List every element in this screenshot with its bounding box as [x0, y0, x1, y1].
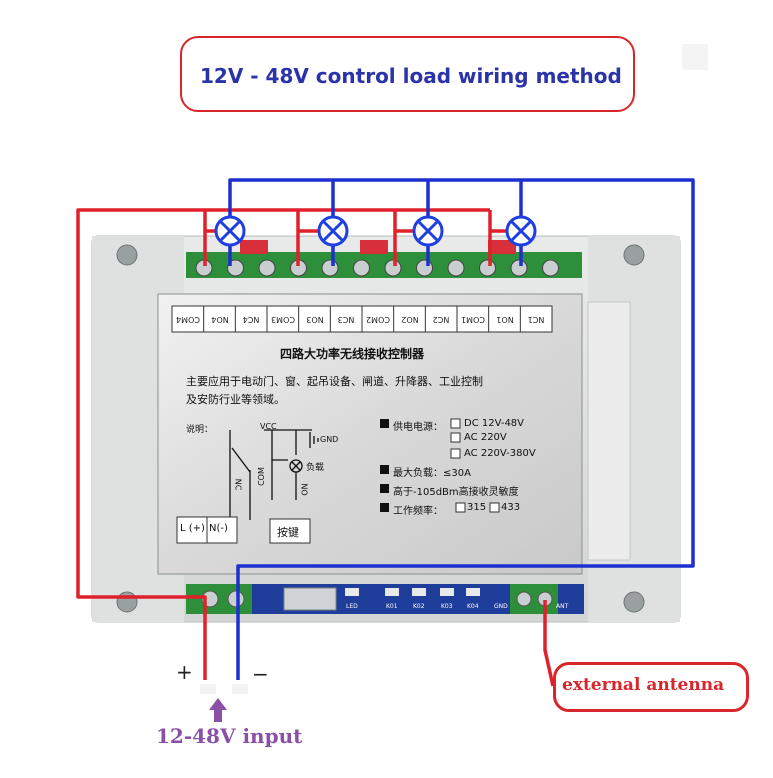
spec-bullets [380, 419, 389, 512]
terminal-label-com4: COM4 [175, 315, 200, 324]
panel-heading: 四路大功率无线接收控制器 [280, 347, 425, 361]
spec-checkboxes [450, 418, 500, 513]
power-option-1: DC 12V-48V [464, 418, 525, 429]
terminal-screw [321, 259, 339, 277]
relay-tab [360, 240, 388, 254]
antenna-label: external antenna [562, 675, 725, 695]
freq-option-433: 433 [501, 502, 521, 513]
terminal-screw [510, 259, 528, 277]
page-title: 12V - 48V control load wiring method [200, 64, 622, 88]
positive-sign: + [176, 660, 193, 684]
k01-label: K01 [386, 603, 398, 610]
load-label: 负载 [306, 463, 325, 473]
gnd-label: GND [320, 435, 339, 444]
up-arrow-icon [209, 698, 227, 722]
title-frame [180, 36, 635, 112]
k04-label: K04 [467, 603, 479, 610]
wire-end [200, 684, 216, 694]
terminal-label-dividers [203, 306, 521, 332]
negative-sign: − [252, 662, 269, 686]
top-terminal-screws [195, 259, 559, 277]
terminal-screw [542, 259, 559, 277]
antenna-wire [543, 600, 555, 687]
power-screw [227, 590, 245, 608]
blank-square [682, 44, 708, 70]
lamp-icon [505, 215, 537, 247]
terminal-label-com1: COM1 [460, 315, 485, 324]
lamp-icon [412, 215, 444, 247]
max-load: 最大负载：≤30A [393, 468, 471, 479]
ant-pcb-label: ANT [556, 603, 569, 610]
terminal-screw [479, 259, 496, 277]
lamp-icon [317, 215, 349, 247]
lamp-icon [214, 215, 246, 247]
input-label: 12-48V input [156, 724, 303, 748]
terminal-label-com3: COM3 [270, 315, 295, 324]
no-label: NO [299, 483, 309, 496]
terminal-screw [353, 259, 370, 277]
terminal-label-nc2: NC2 [432, 315, 450, 324]
led-indicators [345, 588, 480, 596]
key-label: 按键 [277, 526, 299, 539]
gnd-pcb-label: GND [494, 603, 508, 610]
side-window [587, 301, 631, 561]
wire-end [232, 684, 248, 694]
nc-label: NC [233, 478, 243, 491]
l-plus-label: L (+) [180, 523, 205, 534]
mount-hole [623, 244, 645, 266]
relay-tab [488, 240, 516, 254]
terminal-label-nc1: NC1 [527, 315, 545, 324]
mount-hole [116, 244, 138, 266]
power-option-2: AC 220V [464, 432, 507, 443]
k02-label: K02 [413, 603, 425, 610]
n-minus-label: N(-) [209, 523, 228, 534]
freq-option-315: 315 [467, 502, 487, 513]
k03-label: K03 [441, 603, 453, 610]
key-box [269, 518, 311, 544]
panel-desc-line1: 主要应用于电动门、窗、起吊设备、闸道、升降器、工业控制 [186, 375, 483, 388]
panel-desc-line2: 及安防行业等领域。 [186, 393, 285, 406]
relay-schematic [229, 429, 319, 520]
mount-hole [116, 591, 138, 613]
sensitivity: 高于-105dBm高接收灵敏度 [393, 487, 519, 498]
l-plus-box [176, 516, 208, 544]
blue-wires [228, 178, 695, 680]
power-label: 供电电源： [393, 422, 443, 433]
terminal-screw [384, 259, 402, 277]
n-minus-box [206, 516, 238, 544]
mount-hole [623, 591, 645, 613]
terminal-screw [447, 259, 465, 277]
terminal-screw [416, 259, 433, 277]
panel-note: 说明： [186, 425, 214, 435]
vcc-label: VCC [260, 422, 277, 431]
red-wires [76, 208, 492, 680]
terminal-label-com2: COM2 [365, 315, 390, 324]
terminal-label-nc4: NC4 [242, 315, 260, 324]
terminal-screw [258, 259, 276, 277]
terminal-label-nc3: NC3 [337, 315, 355, 324]
led-label: LED [346, 603, 358, 610]
relay-tab [240, 240, 268, 254]
frequency-label: 工作频率： [393, 506, 443, 517]
antenna-screw [516, 591, 532, 607]
lamp-icons [214, 215, 537, 247]
pushbutton-switch [283, 587, 337, 611]
antenna-frame [553, 662, 749, 712]
com-label: COM [256, 467, 266, 486]
power-option-3: AC 220V-380V [464, 448, 536, 459]
